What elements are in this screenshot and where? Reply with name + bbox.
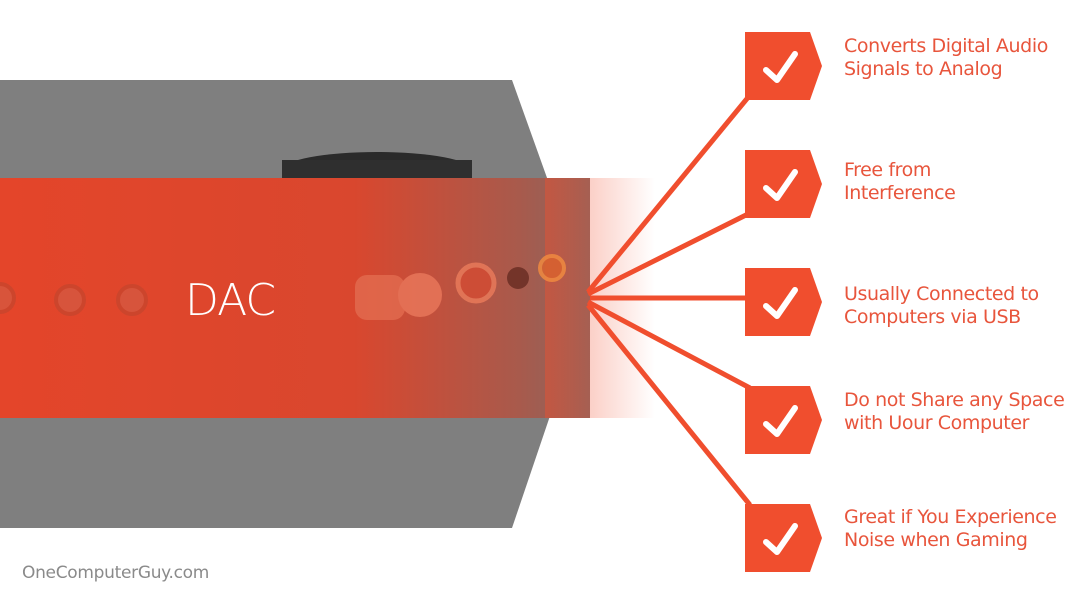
feature-3-line1: Usually Connected to [844,283,1039,305]
connector-lines [586,93,752,507]
feature-1-line1: Converts Digital Audio [844,35,1048,57]
feature-2: Free from Interference [844,159,956,205]
feature-4-line1: Do not Share any Space [844,389,1065,411]
checkmark-icon [763,287,798,319]
feature-5-line2: Noise when Gaming [844,529,1028,551]
feature-1: Converts Digital Audio Signals to Analog [844,35,1048,81]
dac-label: DAC [185,275,276,326]
feature-1-line2: Signals to Analog [844,58,1003,80]
checkmark-icon [763,405,798,437]
feature-4-line2: with Uour Computer [844,412,1030,434]
feature-4: Do not Share any Space with Uour Compute… [844,389,1065,435]
checkmark-icon [763,51,798,83]
feature-2-line2: Interference [844,182,956,204]
feature-2-line1: Free from [844,159,931,181]
feature-5: Great if You Experience Noise when Gamin… [844,506,1057,552]
checkmark-icon [763,523,798,555]
watermark: OneComputerGuy.com [22,563,210,583]
feature-3-line2: Computers via USB [844,306,1021,328]
feature-3: Usually Connected to Computers via USB [844,283,1039,329]
red-band [0,178,590,418]
device-jacks [0,254,566,320]
checkmark-icons [763,51,798,555]
feature-5-line1: Great if You Experience [844,506,1057,528]
checkmark-icon [763,169,798,201]
